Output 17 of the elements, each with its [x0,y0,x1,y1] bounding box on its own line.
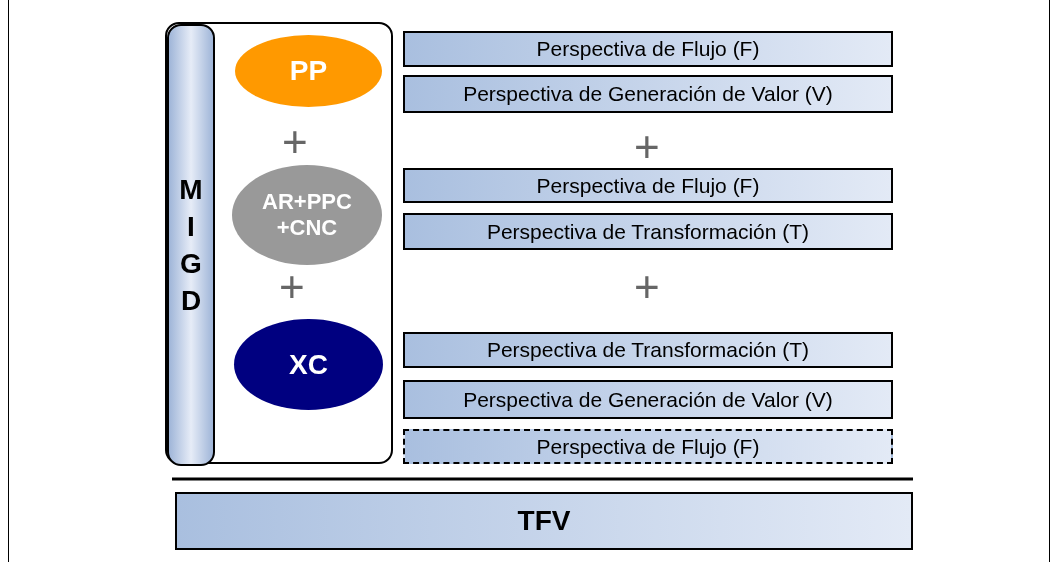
perspective-box: Perspectiva de Transformación (T) [403,332,893,368]
perspective-box: Perspectiva de Generación de Valor (V) [403,380,893,419]
perspective-box: Perspectiva de Generación de Valor (V) [403,75,893,113]
ellipse: AR+PPC +CNC [232,165,382,265]
perspective-box: Perspectiva de Transformación (T) [403,213,893,250]
panel-frame [165,22,393,464]
plus-sign: + [634,125,660,169]
ellipse: PP [235,35,382,107]
vertical-bar: MIGD [167,24,215,466]
dashed-box: Perspectiva de Flujo (F) [403,429,893,464]
perspective-box: Perspectiva de Flujo (F) [403,168,893,203]
plus-sign: + [279,265,305,309]
ellipse: XC [234,319,383,410]
perspective-box: Perspectiva de Flujo (F) [403,31,893,67]
plus-sign: + [634,265,660,309]
plus-sign: + [282,120,308,164]
banner-box: TFV [175,492,913,550]
